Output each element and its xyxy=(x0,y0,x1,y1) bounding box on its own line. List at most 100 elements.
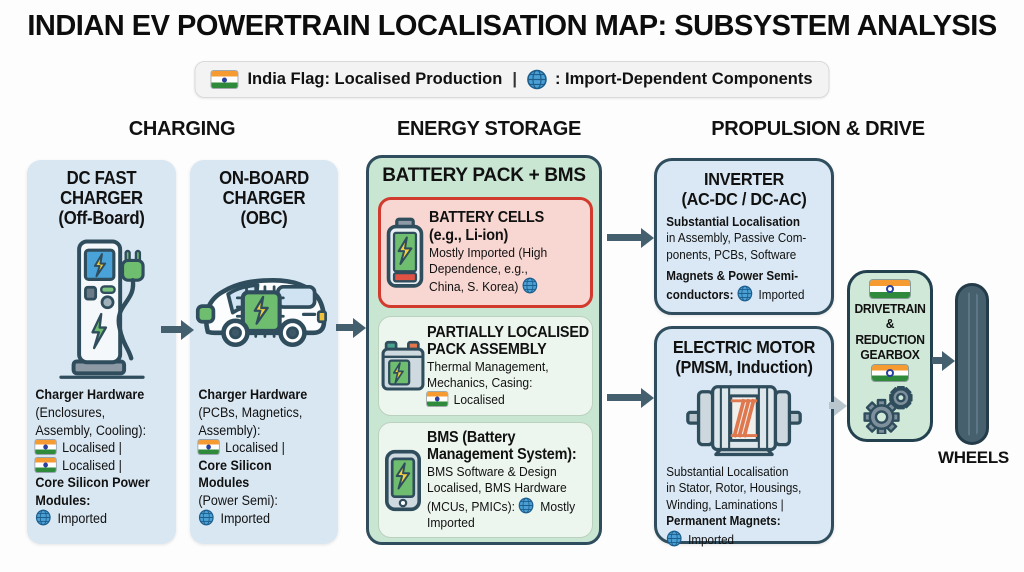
globe-icon xyxy=(518,497,534,514)
text-line: Localised | xyxy=(35,457,183,475)
dc-fast-charger-details: Charger Hardware (Enclosures,Assembly, Co… xyxy=(27,386,192,527)
electric-motor-title: ELECTRIC MOTOR (PMSM, Induction) xyxy=(672,337,816,377)
drivetrain-gearbox-title: DRIVETRAIN & REDUCTION GEARBOX xyxy=(854,300,926,362)
text-line: (e.g., Li-ion) xyxy=(429,226,509,244)
battery-cells-subcard: BATTERY CELLS(e.g., Li-ion)Mostly Import… xyxy=(378,197,593,308)
column-header-energy-storage: ENERGY STORAGE xyxy=(397,118,581,140)
globe-icon xyxy=(527,69,548,90)
battery-pack-bms-card: BATTERY PACK + BMS BATTERY CELLS(e.g., L… xyxy=(366,155,602,545)
text-line: Core Silicon xyxy=(198,457,272,473)
on-board-charger-title: ON-BOARD CHARGER (OBC) xyxy=(219,168,309,229)
text-line: Assembly): xyxy=(198,422,261,438)
text-line: Charger Hardware xyxy=(198,387,308,403)
text-line: Localised | xyxy=(35,439,183,457)
text-line: Mechanics, Casing: xyxy=(427,375,533,391)
battery-cells-details: BATTERY CELLS(e.g., Li-ion)Mostly Import… xyxy=(429,209,579,295)
battery-pack-bms-title: BATTERY PACK + BMS xyxy=(382,165,586,186)
flow-arrow-drivetrain-to-wheels xyxy=(932,357,942,364)
india-flag-icon xyxy=(198,440,219,455)
text-line: BMS (Battery xyxy=(427,428,516,446)
globe-icon xyxy=(522,277,538,294)
li-ion-battery-icon xyxy=(381,217,429,289)
text-line: Localised xyxy=(427,391,589,408)
text-line: BATTERY CELLS xyxy=(429,209,545,227)
text-line: in Assembly, Passive Com- xyxy=(666,231,807,246)
india-flag-icon xyxy=(427,391,448,406)
text-line: Substantial Localisation xyxy=(666,464,789,479)
column-header-charging: CHARGING xyxy=(128,118,236,140)
column-header-propulsion: PROPULSION & DRIVE xyxy=(711,118,925,140)
reduction-gears-icon xyxy=(861,384,919,439)
flow-arrow-battery-to-inverter xyxy=(607,234,641,241)
globe-icon xyxy=(666,530,682,547)
ev-van-obc-chip-icon xyxy=(190,228,338,386)
text-line: Core Silicon Power xyxy=(35,475,150,491)
text-line: Assembly, Cooling): xyxy=(35,422,147,438)
text-line: Dependence, e.g., xyxy=(429,260,528,276)
tire-icon xyxy=(955,283,989,445)
inverter-title: INVERTER (AC-DC / DC-AC) xyxy=(681,169,807,209)
india-flag-icon xyxy=(35,440,56,455)
flow-arrow-dc-to-obc xyxy=(161,326,181,333)
text-line: PARTIALLY LOCALISED xyxy=(427,323,589,341)
text-line: Imported xyxy=(427,515,475,531)
india-flag-icon xyxy=(870,280,910,298)
electric-motor-icon xyxy=(657,378,831,460)
text-line: Localised, BMS Hardware xyxy=(427,480,567,496)
text-line: Modules: xyxy=(35,492,91,508)
text-line: Thermal Management, xyxy=(427,359,549,375)
india-flag-icon xyxy=(35,457,56,472)
text-line: in Stator, Rotor, Housings, xyxy=(666,481,802,496)
text-line: China, S. Korea) xyxy=(429,277,577,295)
legend: India Flag: Localised Production | : Imp… xyxy=(194,61,830,98)
flow-arrow-motor-to-drivetrain xyxy=(829,402,834,409)
globe-icon xyxy=(35,509,51,526)
text-line: Mostly Imported (High xyxy=(429,244,548,260)
legend-separator: | xyxy=(512,70,517,88)
globe-icon xyxy=(737,285,753,302)
flow-arrow-battery-to-motor xyxy=(607,394,641,401)
on-board-charger-details: Charger Hardware (PCBs, Magnetics,Assembl… xyxy=(190,386,354,527)
text-line: Localised | xyxy=(198,439,345,457)
drivetrain-gearbox-card: DRIVETRAIN & REDUCTION GEARBOX xyxy=(847,270,933,442)
text-line: Magnets & Power Semi- xyxy=(666,269,799,284)
inverter-card: INVERTER (AC-DC / DC-AC) Substantial Loc… xyxy=(654,158,834,315)
text-line: Management System): xyxy=(427,446,577,464)
wheels-label: WHEELS xyxy=(938,448,1009,467)
text-line: Substantial Localisation xyxy=(666,214,801,229)
page-title: INDIAN EV POWERTRAIN LOCALISATION MAP: S… xyxy=(27,10,997,42)
india-flag-icon xyxy=(872,365,908,381)
india-flag-icon xyxy=(211,71,238,88)
ev-charging-station-icon xyxy=(27,228,176,386)
battery-module-icon xyxy=(379,340,427,392)
dc-fast-charger-title: DC FAST CHARGER (Off-Board) xyxy=(58,168,145,229)
text-line: Imported xyxy=(666,530,839,549)
text-line: Charger Hardware xyxy=(35,387,145,403)
text-line: (Enclosures, xyxy=(35,405,106,421)
text-line: BMS Software & Design xyxy=(427,463,557,479)
text-line: PACK ASSEMBLY xyxy=(427,341,547,359)
on-board-charger-card: ON-BOARD CHARGER (OBC) xyxy=(190,160,338,544)
dc-fast-charger-card: DC FAST CHARGER (Off-Board) xyxy=(27,160,176,544)
text-line: conductors: Imported xyxy=(666,285,839,304)
text-line: Imported xyxy=(35,509,183,528)
legend-globe-label: : Import-Dependent Components xyxy=(554,70,813,88)
text-line: (Power Semi): xyxy=(198,492,278,508)
text-line: (MCUs, PMICs): Mostly xyxy=(427,497,576,514)
legend-flag-label: India Flag: Localised Production xyxy=(247,70,503,88)
electric-motor-details: Substantial Localisation in Stator, Rotor… xyxy=(657,460,849,549)
flow-arrow-obc-to-battery xyxy=(336,324,353,331)
inverter-details: Substantial Localisation in Assembly, Pas… xyxy=(657,210,849,304)
text-line: (PCBs, Magnetics, xyxy=(198,405,303,421)
globe-icon xyxy=(198,509,214,526)
text-line: Modules xyxy=(198,475,250,491)
bms-controller-icon xyxy=(379,449,427,512)
text-line: Permanent Magnets: xyxy=(666,514,781,529)
text-line: ponents, PCBs, Software xyxy=(666,247,797,262)
electric-motor-card: ELECTRIC MOTOR (PMSM, Induction) xyxy=(654,326,834,547)
